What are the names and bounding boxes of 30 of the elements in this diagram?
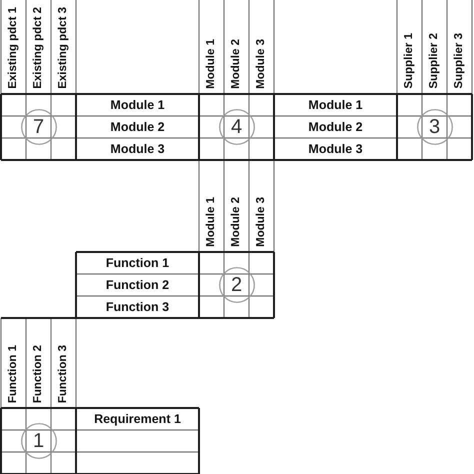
column-header: Function 2 <box>26 318 51 408</box>
numbered-circle: 4 <box>218 109 254 145</box>
row-header: Module 1 <box>274 94 397 116</box>
column-header: Supplier 3 <box>447 0 472 94</box>
numbered-circle: 1 <box>20 423 56 459</box>
row-header: Module 1 <box>76 94 199 116</box>
row-header: Requirement 1 <box>76 408 199 430</box>
numbered-circle: 2 <box>218 267 254 303</box>
row-header: Module 3 <box>274 138 397 160</box>
row-header: Function 1 <box>76 252 199 274</box>
column-header: Module 1 <box>199 160 224 252</box>
column-header: Module 2 <box>224 0 249 94</box>
column-header: Function 3 <box>51 318 76 408</box>
numbered-circle: 7 <box>20 109 56 145</box>
numbered-circle: 3 <box>416 109 452 145</box>
column-header: Module 3 <box>249 160 274 252</box>
column-header: Existing pdct 2 <box>26 0 51 94</box>
row-header: Function 3 <box>76 296 199 318</box>
column-header: Module 3 <box>249 0 274 94</box>
row-header: Module 3 <box>76 138 199 160</box>
row-header: Module 2 <box>274 116 397 138</box>
column-header: Supplier 2 <box>422 0 447 94</box>
column-header: Supplier 1 <box>397 0 422 94</box>
column-header: Existing pdct 1 <box>1 0 26 94</box>
row-header: Function 2 <box>76 274 199 296</box>
row-header: Module 2 <box>76 116 199 138</box>
column-header: Existing pdct 3 <box>51 0 76 94</box>
column-header: Function 1 <box>1 318 26 408</box>
column-header: Module 1 <box>199 0 224 94</box>
column-header: Module 2 <box>224 160 249 252</box>
